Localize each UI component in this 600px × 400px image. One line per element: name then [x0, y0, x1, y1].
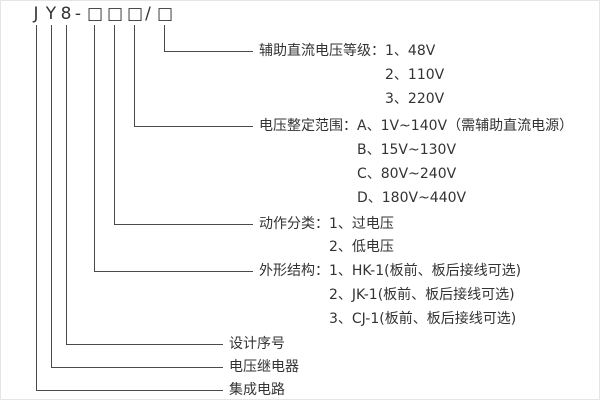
label-outline-option-3: 3、CJ-1(板前、板后接线可选) [329, 311, 517, 327]
connector-hline-voltage-range [134, 126, 253, 127]
label-action-class-option-2: 2、低电压 [329, 239, 394, 255]
connector-hline-outline [94, 271, 253, 272]
model-char-dash: - [74, 4, 82, 24]
label-outline-option-1: 外形结构：1、HK-1(板前、板后接线可选) [259, 263, 522, 279]
label-voltage-relay: 电压继电器 [229, 359, 299, 375]
connector-vline-box3 [134, 25, 135, 126]
label-action-class-option-1: 动作分类：1、过电压 [259, 216, 394, 232]
model-placeholder-box-3: □ [127, 4, 144, 24]
model-placeholder-box-2: □ [107, 4, 124, 24]
model-placeholder-box-4: □ [157, 4, 174, 24]
label-design-serial: 设计序号 [229, 336, 285, 352]
connector-vline-y [51, 25, 52, 367]
model-char-y: Y [45, 4, 57, 24]
connector-vline-8 [66, 25, 67, 344]
model-placeholder-box-1: □ [87, 4, 104, 24]
connector-vline-box1 [94, 25, 95, 271]
label-voltage-range-option-c: C、80V~240V [357, 166, 457, 182]
label-voltage-range-option-b: B、15V~130V [357, 142, 457, 158]
connector-hline-design-serial [66, 344, 223, 345]
label-voltage-range-option-a: 电压整定范围：A、1V~140V（需辅助直流电源） [259, 118, 574, 134]
model-char-j: J [33, 4, 39, 24]
model-char-8: 8 [60, 4, 72, 24]
connector-vline-j [36, 25, 37, 390]
label-outline-option-2: 2、JK-1(板前、板后接线可选) [329, 287, 515, 303]
connector-hline-aux-voltage [164, 51, 253, 52]
connector-hline-action-class [114, 224, 253, 225]
label-aux-voltage-option-1: 辅助直流电压等级：1、48V [259, 43, 436, 59]
model-char-slash: / [145, 4, 151, 24]
label-aux-voltage-option-3: 3、220V [385, 91, 445, 107]
connector-hline-ic [36, 390, 223, 391]
label-integrated-circuit: 集成电路 [229, 382, 285, 398]
label-voltage-range-option-d: D、180V~440V [357, 190, 467, 206]
connector-vline-box4 [164, 25, 165, 51]
label-aux-voltage-option-2: 2、110V [385, 67, 445, 83]
connector-vline-box2 [114, 25, 115, 224]
connector-hline-voltage-relay [51, 367, 223, 368]
